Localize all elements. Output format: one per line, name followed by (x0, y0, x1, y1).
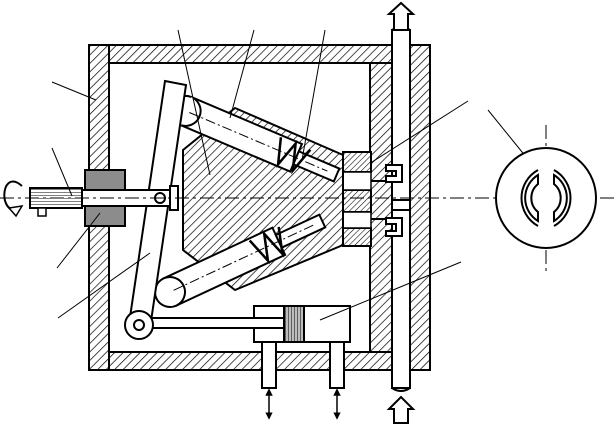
control-cylinder (139, 305, 351, 420)
check-valve-icon (385, 164, 403, 183)
lower-spring (248, 226, 285, 265)
inlet-port (386, 209, 416, 424)
upper-spring (276, 137, 312, 175)
leader-lines (51, 29, 536, 321)
check-valve-icon (385, 217, 403, 237)
section-view (495, 147, 597, 249)
valve-plate (342, 151, 403, 247)
inlet-arrow-icon (386, 395, 416, 424)
outlet-arrow-icon (386, 1, 416, 31)
outlet-port (386, 1, 416, 201)
shaft-seal (84, 169, 126, 227)
lower-piston (154, 213, 327, 308)
pivot (124, 310, 154, 340)
